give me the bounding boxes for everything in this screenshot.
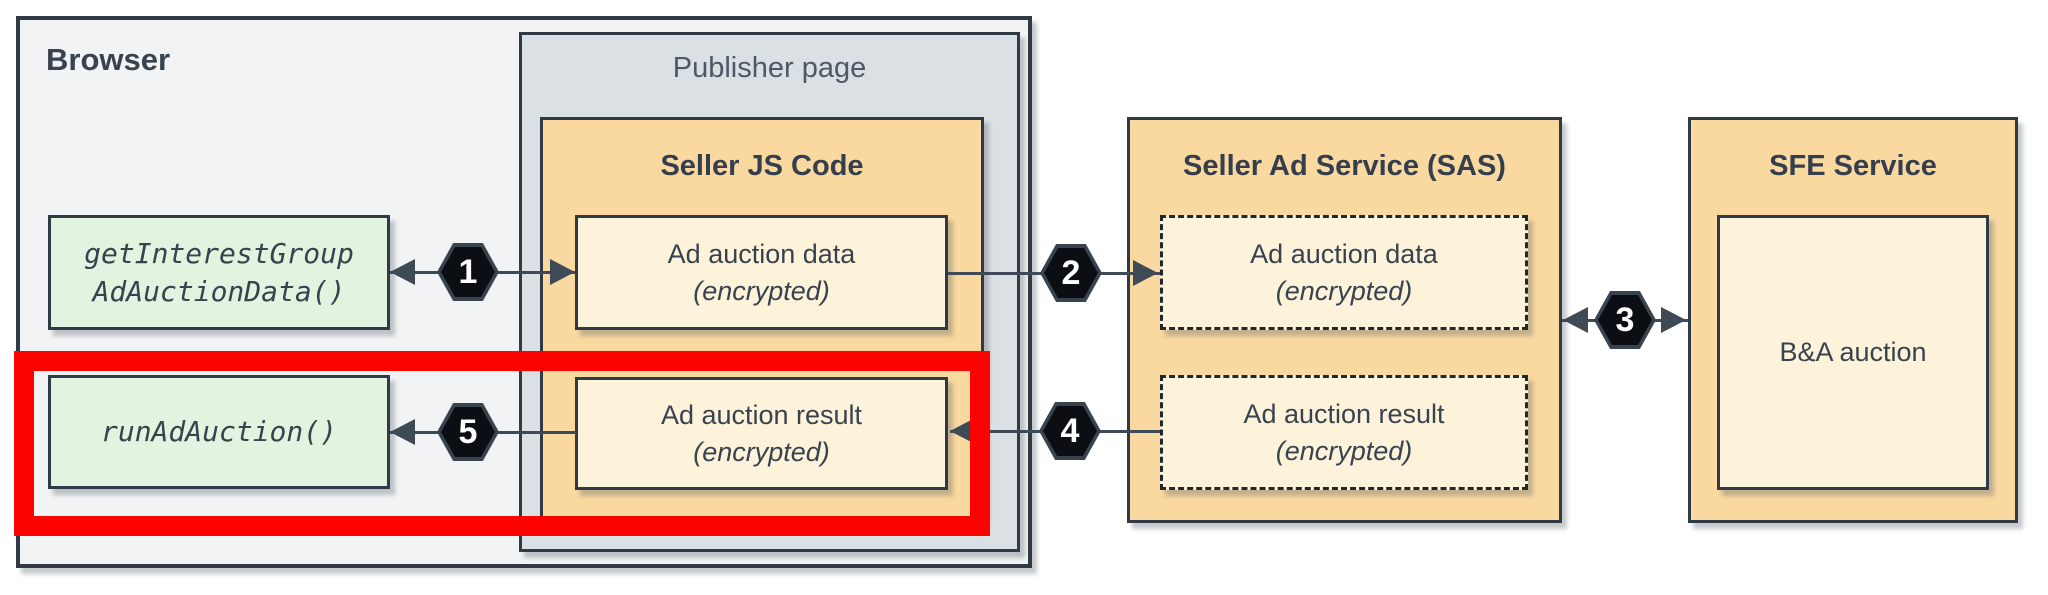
arrowhead-right-icon: [1661, 307, 1686, 333]
hexagon-icon: 1: [441, 247, 495, 297]
ad-auction-data-label: Ad auction data: [1250, 238, 1438, 269]
api-call-line2: AdAuctionData(): [92, 274, 346, 308]
step-number: 5: [458, 412, 478, 451]
arrowhead-right-icon: [1133, 260, 1158, 286]
step-number: 3: [1615, 300, 1635, 339]
api-call-line1: getInterestGroup: [84, 236, 354, 270]
arrowhead-left-icon: [1563, 307, 1588, 333]
get-interest-group-ad-auction-data-box: getInterestGroup AdAuctionData(): [48, 215, 390, 330]
step-2-badge: 2: [1040, 244, 1102, 302]
encrypted-note: (encrypted): [693, 275, 830, 306]
sfe-service-title: SFE Service: [1769, 150, 1937, 182]
api-call-line1: runAdAuction(): [100, 415, 337, 448]
sellerjs-ad-auction-data-box: Ad auction data (encrypted): [575, 215, 948, 330]
hexagon-icon: 4: [1043, 406, 1097, 456]
sas-ad-auction-result-box: Ad auction result (encrypted): [1160, 375, 1528, 490]
highlight-rectangle: [14, 351, 990, 536]
encrypted-note: (encrypted): [1275, 435, 1413, 466]
seller-js-code-title: Seller JS Code: [660, 150, 864, 182]
run-ad-auction-box: runAdAuction(): [48, 375, 390, 489]
encrypted-note: (encrypted): [693, 436, 830, 467]
publisher-page-label: Publisher page: [672, 52, 867, 84]
encrypted-note: (encrypted): [1275, 275, 1413, 306]
sas-ad-auction-data-box: Ad auction data (encrypted): [1160, 215, 1528, 330]
ad-auction-data-label: Ad auction data: [667, 238, 856, 269]
arrowhead-left-icon: [390, 259, 415, 285]
hexagon-icon: 2: [1044, 248, 1098, 298]
hexagon-icon: 3: [1598, 295, 1652, 345]
ad-auction-result-label: Ad auction result: [1243, 398, 1445, 429]
ba-auction-box: B&A auction: [1717, 215, 1989, 490]
arrowhead-left-icon: [390, 419, 415, 445]
seller-ad-service-title: Seller Ad Service (SAS): [1183, 150, 1506, 182]
step-4-badge: 4: [1039, 402, 1101, 460]
step-number: 2: [1061, 253, 1081, 292]
sellerjs-ad-auction-result-box: Ad auction result (encrypted): [575, 377, 948, 490]
step-number: 1: [458, 252, 478, 291]
browser-label: Browser: [46, 42, 171, 77]
ba-auction-label: B&A auction: [1779, 337, 1927, 367]
step-number: 4: [1060, 411, 1080, 450]
arrowhead-right-icon: [550, 259, 575, 285]
ad-auction-result-label: Ad auction result: [660, 399, 863, 430]
step-3-badge: 3: [1594, 291, 1656, 349]
